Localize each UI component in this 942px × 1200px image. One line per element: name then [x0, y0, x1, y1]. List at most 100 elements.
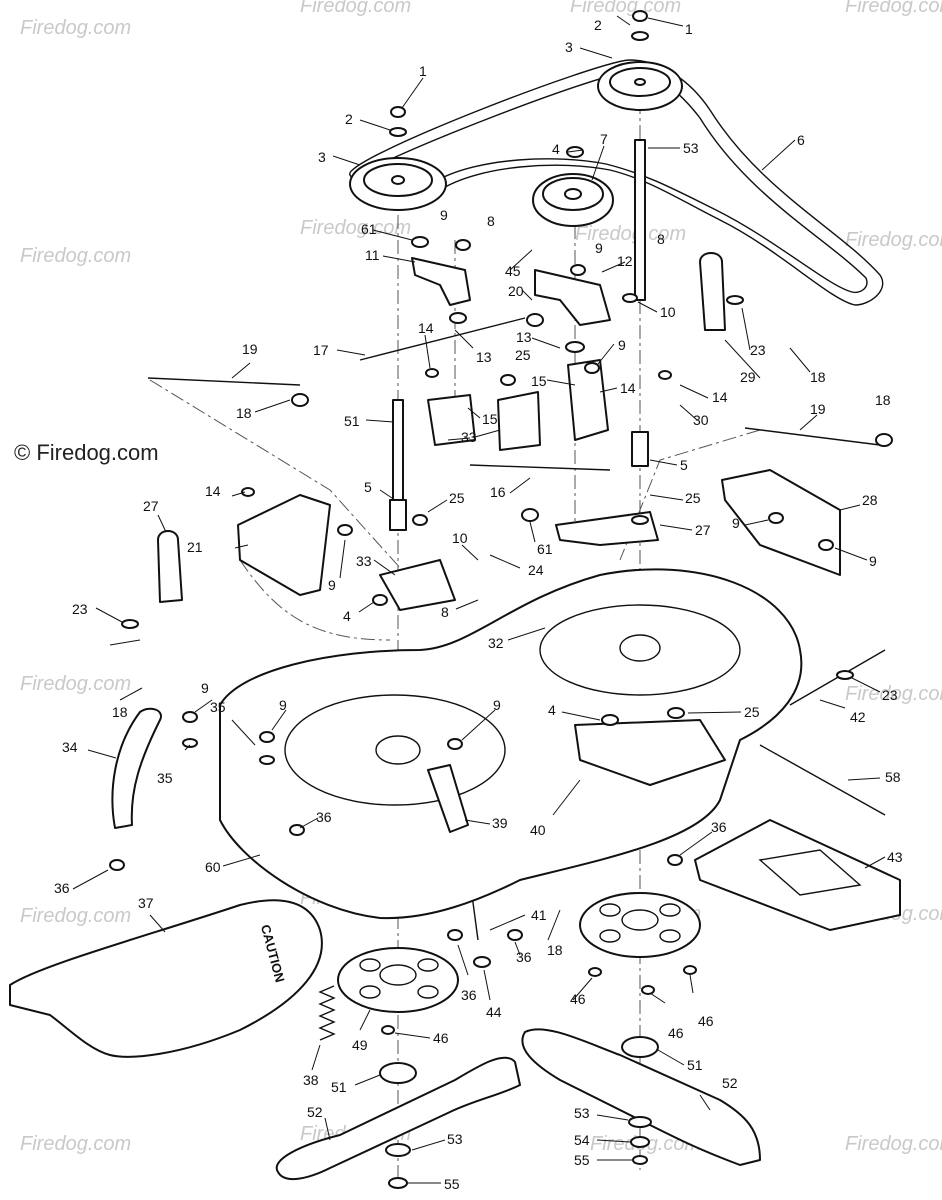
callout-label: 9	[279, 697, 287, 713]
watermark: Firedog.com	[20, 673, 131, 695]
callout-label: 9	[618, 337, 626, 353]
plate-29-right	[699, 252, 726, 331]
bracket-24	[237, 494, 331, 596]
callout-label: 18	[112, 704, 128, 720]
watermark: Firedog.com	[570, 0, 681, 17]
callout-label: 33	[356, 553, 372, 569]
callout-label: 53	[574, 1105, 590, 1121]
watermark: Firedog.com	[575, 223, 686, 245]
callout-label: 42	[850, 709, 866, 725]
callout-label: 21	[187, 539, 203, 555]
callout-label: 27	[695, 522, 711, 538]
callout-label: 36	[316, 809, 332, 825]
watermark: Firedog.com	[20, 905, 131, 927]
rod-20-left	[147, 377, 301, 386]
callout-label: 8	[657, 231, 665, 247]
callout-label: 18	[810, 369, 826, 385]
callout-label: 13	[476, 349, 492, 365]
callout-label: 6	[797, 132, 805, 148]
blade-left	[275, 1056, 521, 1181]
callout-label: 52	[307, 1104, 323, 1120]
callout-label: 27	[143, 498, 159, 514]
callout-label: 7	[600, 131, 608, 147]
callout-label: 52	[722, 1075, 738, 1091]
watermark: Firedog.com	[20, 1133, 131, 1155]
callout-label: 20	[508, 283, 524, 299]
callout-label: 44	[486, 1004, 502, 1020]
callout-label: 23	[882, 687, 898, 703]
bracket-32	[497, 391, 541, 451]
callout-label: 5	[680, 457, 688, 473]
deck-right-dome	[539, 604, 741, 696]
callout-label: 9	[493, 697, 501, 713]
callout-label: 4	[343, 608, 351, 624]
callout-label: 25	[449, 490, 465, 506]
callout-label: 35	[157, 770, 173, 786]
callout-label: 49	[352, 1037, 368, 1053]
callout-label: 36	[516, 949, 532, 965]
callout-label: 4	[552, 141, 560, 157]
callout-label: 3	[318, 149, 326, 165]
callout-label: 37	[138, 895, 154, 911]
deck-right-dome-inner	[619, 634, 661, 662]
callout-label: 8	[487, 213, 495, 229]
callout-label: 51	[344, 413, 360, 429]
callout-label: 55	[444, 1176, 460, 1192]
callout-label: 12	[617, 253, 633, 269]
watermark: Firedog.com	[300, 0, 411, 17]
callout-label: 46	[698, 1013, 714, 1029]
callout-label: 36	[54, 880, 70, 896]
rod-20-right	[744, 427, 881, 446]
callout-label: 11	[365, 247, 380, 263]
callout-label: 17	[313, 342, 329, 358]
rod-16	[469, 464, 611, 471]
callout-label: 18	[547, 942, 563, 958]
rod-17	[359, 317, 526, 361]
spacer-right	[631, 431, 649, 467]
callout-label: 46	[433, 1030, 449, 1046]
rod-58	[759, 744, 886, 816]
plate-29-left	[157, 530, 183, 603]
deck-brace-46-cutout	[758, 849, 862, 896]
callout-label: 60	[205, 859, 221, 875]
spacer-left	[389, 499, 407, 531]
callout-label: 16	[490, 484, 506, 500]
callout-label: 36	[461, 987, 477, 1003]
drive-belt	[349, 59, 884, 306]
callout-label: 24	[528, 562, 544, 578]
callout-labels: 1 2 3 1 2 3 6 4 7 53 61 9 8 11 45 9 12 8…	[54, 17, 903, 1192]
callout-label: 10	[660, 304, 676, 320]
blade-adapter-right	[579, 892, 701, 958]
pulley-left	[349, 157, 447, 211]
watermark: Firedog.com	[20, 245, 131, 267]
callout-label: 14	[620, 380, 636, 396]
callout-label: 61	[361, 221, 377, 237]
watermark: Firedog.com	[845, 229, 942, 251]
callout-label: 15	[482, 411, 498, 427]
watermark: Firedog.com	[20, 17, 131, 39]
callout-label: 36	[711, 819, 727, 835]
blade-right	[521, 1028, 761, 1166]
callout-label: 9	[328, 577, 336, 593]
callout-label: 34	[62, 739, 78, 755]
callout-label: 19	[242, 341, 258, 357]
callout-label: 53	[447, 1131, 463, 1147]
callout-label: 25	[515, 347, 531, 363]
callout-label: 9	[595, 240, 603, 256]
baffle-35	[111, 707, 162, 829]
callout-label: 4	[548, 702, 556, 718]
callout-label: 55	[574, 1152, 590, 1168]
watermark: Firedog.com	[845, 1133, 942, 1155]
deck-left-dome	[284, 694, 506, 806]
deck-left-dome-inner	[375, 735, 421, 765]
callout-label: 23	[72, 601, 88, 617]
callout-label: 43	[887, 849, 903, 865]
callout-label: 13	[516, 329, 532, 345]
callout-label: 32	[488, 635, 504, 651]
callout-label: 54	[574, 1132, 590, 1148]
callout-label: 25	[685, 490, 701, 506]
watermark: Firedog.com	[845, 683, 942, 705]
deck-bracket-41	[574, 719, 726, 786]
